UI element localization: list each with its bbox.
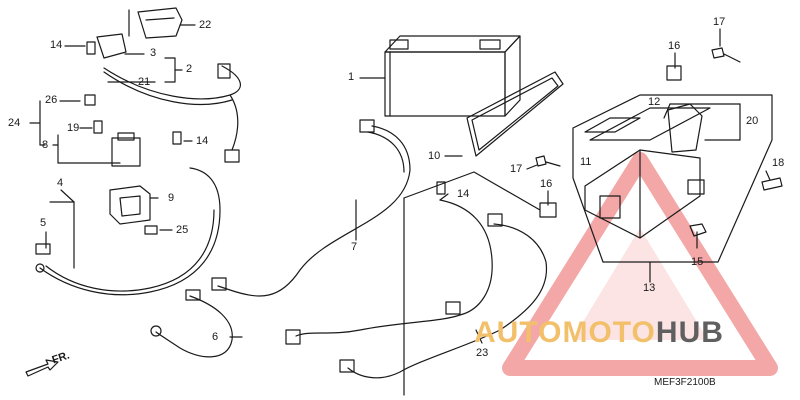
- label-11: 11: [580, 156, 592, 168]
- label-24: 24: [8, 117, 21, 129]
- label-8: 8: [42, 139, 49, 151]
- label-14-relay: 14: [196, 135, 209, 147]
- label-1: 1: [348, 71, 355, 83]
- label-2: 2: [186, 63, 193, 75]
- label-23: 23: [476, 347, 489, 359]
- label-4: 4: [57, 177, 64, 189]
- label-17-left: 17: [510, 163, 523, 175]
- diagram-code: MEF3F2100B: [654, 377, 716, 388]
- label-9: 9: [168, 192, 175, 204]
- label-21: 21: [138, 76, 151, 88]
- label-16-right: 16: [668, 40, 681, 52]
- label-19: 19: [67, 122, 80, 134]
- label-18: 18: [772, 157, 785, 169]
- watermark-text: AUTOMOTOHUB: [474, 316, 724, 350]
- label-6: 6: [212, 331, 219, 343]
- label-12: 12: [648, 96, 661, 108]
- label-16-left: 16: [540, 178, 553, 190]
- label-15: 15: [691, 256, 704, 268]
- label-20: 20: [746, 115, 759, 127]
- watermark-part1: AUTOMOTO: [474, 316, 656, 349]
- watermark-triangle: [502, 152, 778, 376]
- label-17-right: 17: [713, 16, 726, 28]
- watermark-part2: HUB: [655, 316, 724, 349]
- label-14-cable: 14: [457, 188, 470, 200]
- label-22: 22: [199, 19, 212, 31]
- label-26: 26: [45, 94, 58, 106]
- label-5: 5: [40, 217, 47, 229]
- label-10: 10: [428, 150, 441, 162]
- label-3: 3: [150, 47, 157, 59]
- label-7: 7: [351, 241, 358, 253]
- label-13: 13: [643, 282, 656, 294]
- label-14: 14: [50, 39, 63, 51]
- label-25: 25: [176, 224, 189, 236]
